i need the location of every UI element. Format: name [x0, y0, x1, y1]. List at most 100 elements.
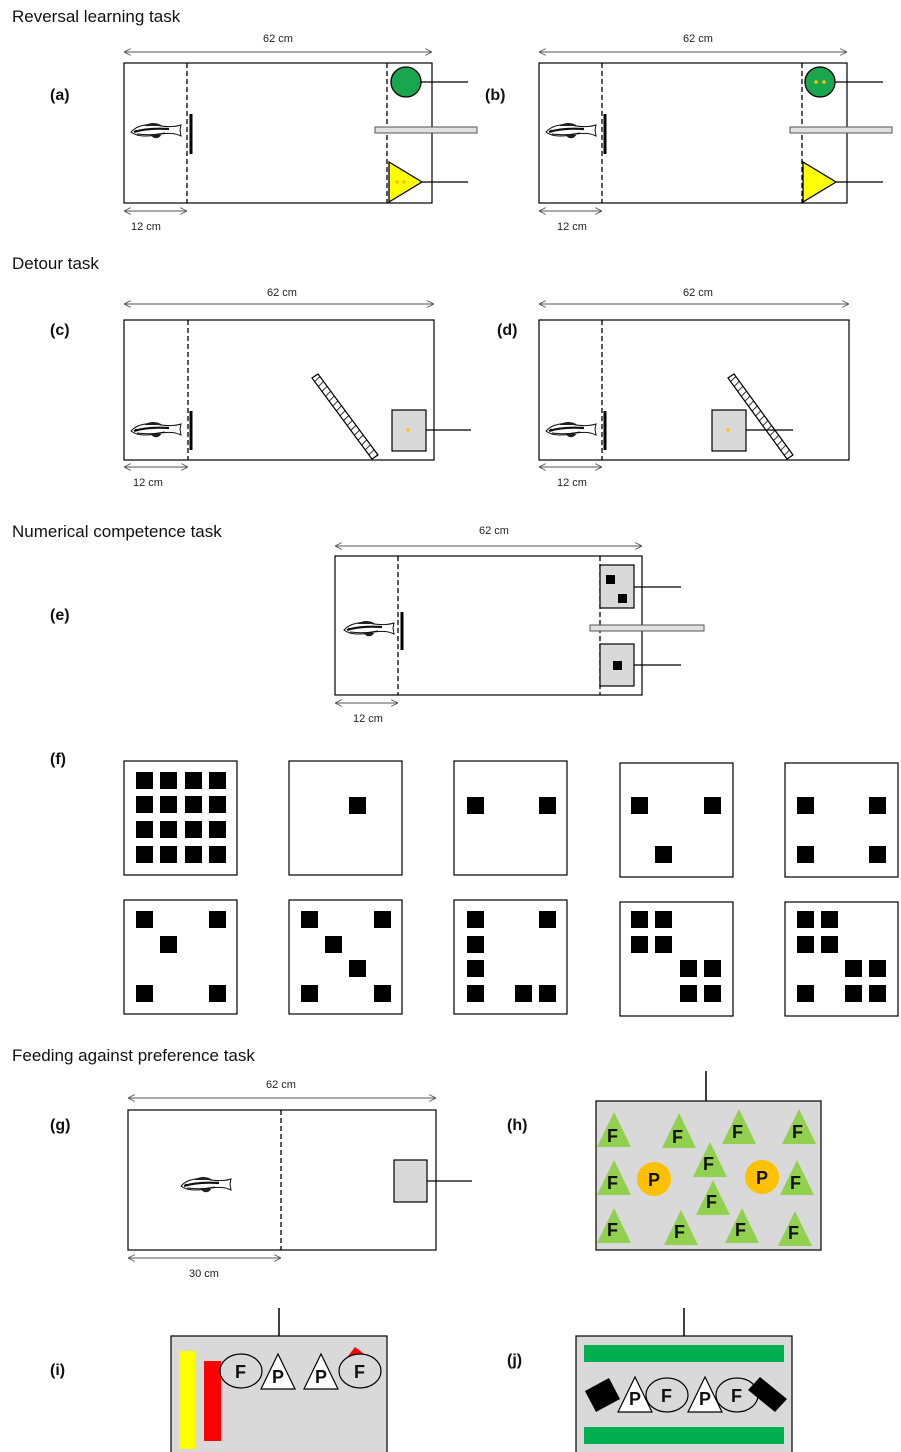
ellipse-label-f: F [731, 1386, 742, 1406]
black-block [748, 1377, 787, 1412]
stimulus-square [467, 936, 484, 953]
stimulus-square [631, 797, 648, 814]
panel-label-e: (e) [50, 607, 70, 624]
stimulus-square [869, 797, 886, 814]
triangle-label-f: F [732, 1122, 743, 1142]
stimulus-square [797, 846, 814, 863]
stimulus-square [160, 846, 177, 863]
transparent-barrier [727, 373, 794, 460]
preferred-food-disk [637, 1162, 671, 1196]
panel-b: (b) 62 cm 12 cm [485, 33, 893, 233]
triangle-label-f: F [674, 1222, 685, 1242]
stimulus-square [821, 911, 838, 928]
food-dot [406, 428, 410, 432]
stimulus-square [209, 772, 226, 789]
numerosity-card-6-diagonal [288, 899, 403, 1015]
length-label: 62 cm [263, 33, 293, 45]
stimulus-square [797, 911, 814, 928]
stimulus-square [845, 960, 862, 977]
stimulus-square [136, 846, 153, 863]
ellipse-label-f: F [235, 1362, 246, 1382]
triangle-label-f: F [735, 1220, 746, 1240]
stimulus-square [821, 936, 838, 953]
stimulus-square [869, 985, 886, 1002]
stimulus-square [185, 846, 202, 863]
triangle-label-f: F [788, 1223, 799, 1243]
stimulus-square [136, 821, 153, 838]
stimulus-square [209, 911, 226, 928]
yellow-bar [179, 1351, 195, 1449]
length-label: 62 cm [683, 33, 713, 45]
panel-label-a: (a) [50, 87, 70, 104]
stimulus-square [136, 772, 153, 789]
yellow-triangle-stimulus [802, 160, 838, 204]
panel-label-i: (i) [50, 1362, 65, 1379]
non-preferred-food-triangle [696, 1180, 730, 1215]
non-preferred-food-triangle [664, 1210, 698, 1245]
food-triangle [617, 1375, 653, 1413]
section-title-detour: Detour task [12, 254, 99, 273]
numerosity-card-16 [123, 760, 238, 876]
divider-wall [589, 624, 705, 632]
panel-label-j: (j) [507, 1352, 522, 1369]
panel-label-d: (d) [497, 322, 517, 339]
length-label: 62 cm [266, 1079, 296, 1091]
food-triangle [303, 1352, 339, 1390]
section-title-feeding: Feeding against preference task [12, 1046, 255, 1065]
length-label: 62 cm [267, 287, 297, 299]
length-label: 62 cm [479, 525, 509, 537]
triangle-label-p: P [272, 1367, 284, 1387]
panel-d: (d) 62 cm 12 cm [497, 287, 850, 489]
panel-i: (i) F P P F [50, 1308, 388, 1452]
stimulus-square [613, 661, 622, 670]
ellipse-label-f: F [354, 1362, 365, 1382]
stimulus-square [704, 985, 721, 1002]
card-frame [288, 760, 403, 876]
stimulus-square [349, 797, 366, 814]
stimulus-square [539, 911, 556, 928]
triangle-label-f: F [792, 1122, 803, 1142]
panel-label-c: (c) [50, 322, 70, 339]
stimulus-square [845, 985, 862, 1002]
stimulus-square [797, 936, 814, 953]
stimulus-square [136, 911, 153, 928]
non-preferred-food-triangle [693, 1142, 727, 1177]
stimulus-square [374, 985, 391, 1002]
food-ellipse [219, 1353, 263, 1389]
triangle-label-p: P [315, 1367, 327, 1387]
stimulus-square [797, 985, 814, 1002]
non-preferred-food-triangle [597, 1160, 631, 1195]
numerosity-card-8 [619, 901, 734, 1017]
stimulus-square [467, 797, 484, 814]
numerosity-card-6-column [453, 899, 568, 1015]
stimulus-square [704, 960, 721, 977]
stimulus-square [797, 797, 814, 814]
panel-label-b: (b) [485, 87, 505, 104]
stimulus-square [655, 936, 672, 953]
panel-label-f: (f) [50, 751, 66, 768]
triangle-label-f: F [706, 1192, 717, 1212]
green-bar [584, 1427, 784, 1444]
transparent-barrier [311, 373, 379, 460]
divider-wall [789, 126, 893, 134]
start-zone-label: 12 cm [557, 221, 587, 233]
panel-f: (f) [50, 751, 899, 1017]
tank [123, 319, 435, 461]
start-zone-label: 12 cm [133, 477, 163, 489]
stimulus-square [680, 985, 697, 1002]
numerosity-card [599, 564, 635, 609]
black-block [585, 1378, 620, 1412]
panel-a: (a) 62 cm 12 cm [50, 33, 478, 233]
stimulus-square [301, 985, 318, 1002]
numerosity-card-3 [619, 762, 734, 878]
stimulus-square [209, 846, 226, 863]
green-bar [584, 1345, 784, 1362]
non-preferred-food-triangle [780, 1160, 814, 1195]
stimulus-square [869, 846, 886, 863]
tank [538, 319, 850, 461]
stimulus-square [655, 911, 672, 928]
green-disk-stimulus [390, 66, 422, 98]
start-zone-label: 12 cm [557, 477, 587, 489]
stimulus-square [515, 985, 532, 1002]
